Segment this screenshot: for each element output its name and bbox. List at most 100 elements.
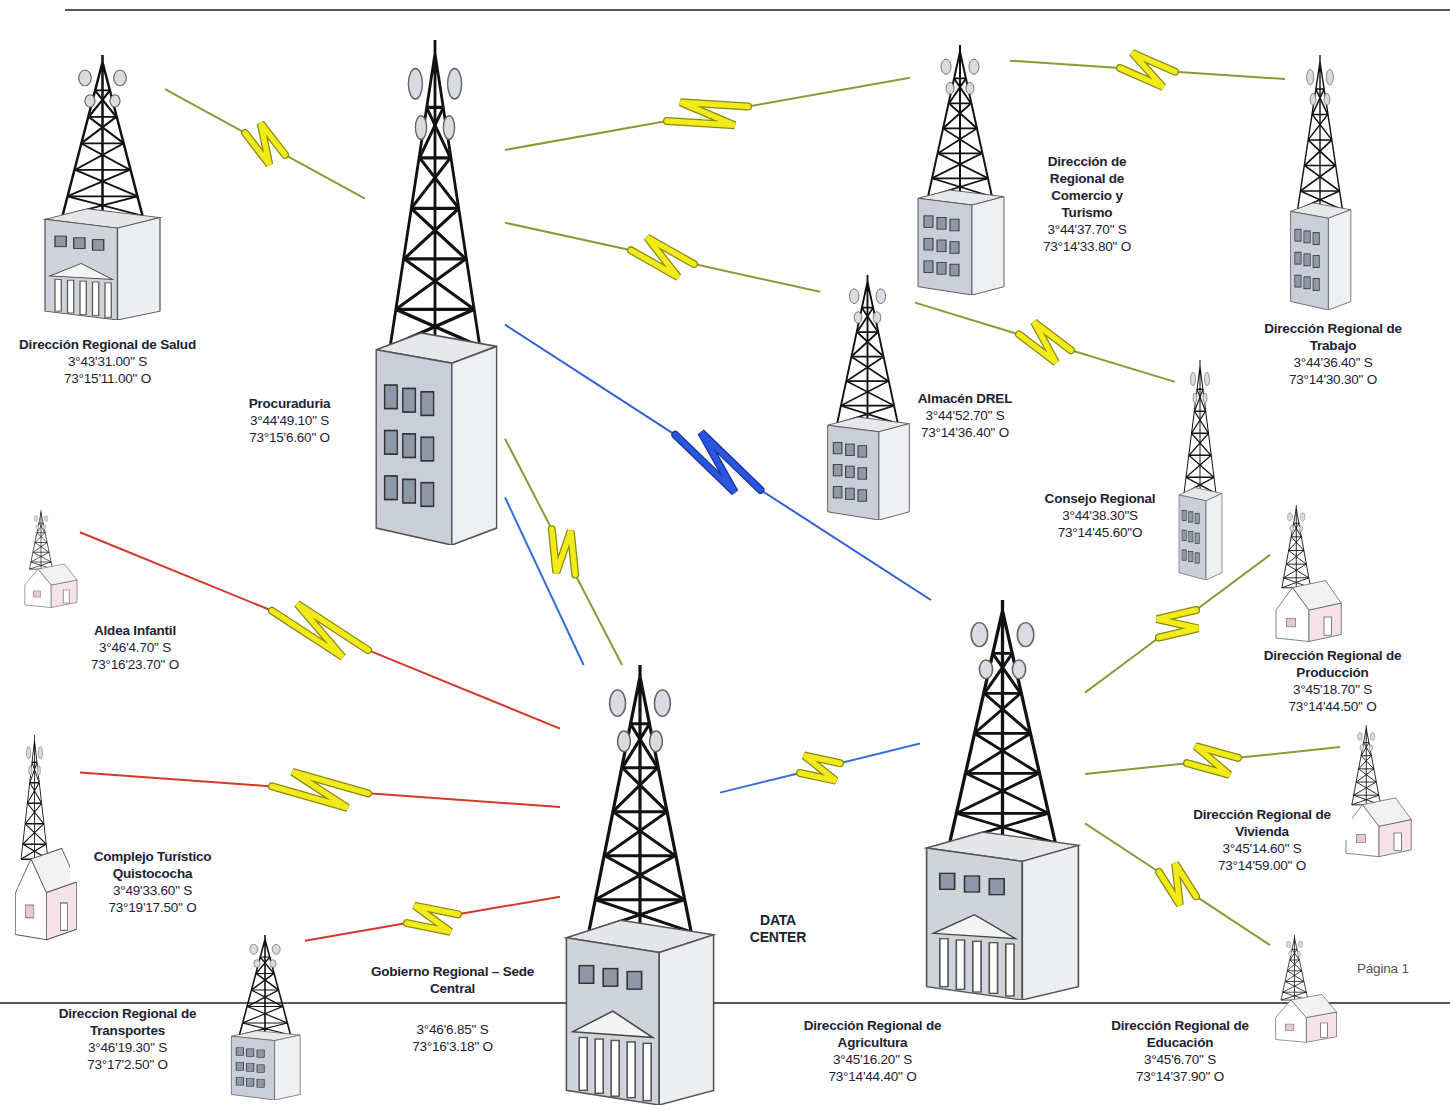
link-line (1085, 747, 1340, 774)
link-line (915, 303, 1175, 382)
microwave-link (505, 223, 820, 292)
site-label: Dirección Regional de Salud3°43'31.00" S… (15, 336, 200, 387)
site-name: Dirección Regional de Educación (1090, 1017, 1270, 1051)
bolt-outline (245, 123, 285, 164)
bolt-outline (667, 102, 748, 125)
microwave-link (505, 325, 931, 600)
site-name: Dirección Regional de Vivienda (1172, 806, 1352, 840)
coordinate: 73°16'23.70" O (89, 656, 181, 673)
microwave-link (505, 497, 584, 665)
microwave-link (1085, 746, 1340, 775)
lightning-bolt (1187, 746, 1238, 775)
bolt-outline (800, 756, 840, 781)
site-label: Almacén DREL3°44'52.70" S73°14'36.40" O (900, 390, 1030, 441)
coordinate: 3°45'14.60" S (1220, 840, 1303, 857)
lightning-bolt (1019, 322, 1071, 362)
bolt-outline (407, 906, 458, 932)
tower-building (566, 665, 713, 1105)
site-name: Gobierno Regional – Sede Central (345, 963, 560, 997)
microwave-link (505, 439, 622, 665)
site-name: Complejo Turístico Quistococha (70, 848, 235, 882)
tower-building (376, 40, 496, 545)
link-line (505, 497, 584, 665)
lightning-bolt (800, 756, 840, 781)
lightning-bolt (667, 102, 748, 125)
tower-house (25, 510, 77, 608)
tower-building (927, 600, 1079, 1000)
site-name: Aldea Infantil (92, 622, 178, 639)
tower-house (1276, 505, 1341, 642)
lightning-bolt (552, 529, 575, 574)
lightning-bolt (1157, 610, 1198, 638)
page-number: Página 1 (1355, 960, 1411, 977)
site-node: Dirección Regional de Salud3°43'31.00" S… (40, 55, 165, 320)
site-label: Direccion Regional de Transportes3°46'19… (35, 1005, 220, 1073)
link-line (720, 744, 920, 793)
tower-house (16, 735, 77, 940)
site-node: Dirección Regional de Educación3°45'6.70… (1270, 935, 1340, 1045)
bolt-outline (675, 432, 760, 492)
microwave-link (305, 897, 560, 941)
coordinate: 3°44'52.70" S (923, 407, 1006, 424)
link-line (505, 325, 931, 600)
bolt-outline (631, 237, 694, 277)
coordinate: 3°45'6.70" S (1142, 1051, 1218, 1068)
link-line (505, 439, 622, 665)
lightning-bolt (675, 432, 760, 492)
site-label: Dirección Regional de Agricultura3°45'16… (780, 1017, 965, 1085)
site-label: Gobierno Regional – Sede Central3°46'6.8… (345, 963, 560, 1055)
site-node: Procuraduria3°44'49.10" S73°15'6.60" O (365, 40, 505, 545)
lightning-bolt (407, 906, 458, 932)
tower-house (1346, 725, 1411, 857)
coordinate: 3°46'19.30" S (86, 1039, 169, 1056)
site-label: Dirección Regional de Trabajo3°44'36.40"… (1243, 320, 1423, 388)
site-node: Dirección Regional de Vivienda3°45'14.60… (1340, 725, 1415, 860)
link-line (505, 78, 910, 150)
link-line (305, 897, 560, 941)
microwave-link (80, 532, 560, 728)
coordinate: 73°14'44.50" O (1286, 698, 1378, 715)
bolt-outline (552, 529, 575, 574)
tower-building (1291, 55, 1351, 310)
site-node: Dirección Regional de Trabajo3°44'36.40"… (1285, 55, 1355, 310)
frame-line (65, 9, 1450, 11)
bolt-outline (1159, 864, 1196, 905)
link-line (80, 773, 560, 808)
coordinate: 3°43'31.00" S (66, 353, 149, 370)
coordinate: 3°44'36.40" S (1291, 354, 1374, 371)
frame-line (0, 1002, 1450, 1004)
site-label: Dirección Regional de Vivienda3°45'14.60… (1172, 806, 1352, 874)
coordinate: 73°17'2.50" O (85, 1056, 170, 1073)
site-node: Dirección Regional de Agricultura3°45'16… (920, 600, 1085, 1000)
coordinate: 73°14'37.90" O (1134, 1068, 1226, 1085)
free-label-box: Página 1 (1355, 960, 1435, 977)
bolt-outline (272, 772, 368, 808)
site-label: Procuraduria3°44'49.10" S73°15'6.60" O (232, 395, 347, 446)
coordinate: 73°14'45.60"O (1056, 524, 1144, 541)
microwave-link (505, 78, 910, 150)
tower-building (1179, 360, 1222, 580)
coordinate: 73°14'30.30" O (1287, 371, 1379, 388)
lightning-bolt (272, 772, 368, 808)
site-node: Direccion Regional de Transportes3°46'19… (225, 935, 305, 1100)
coordinate: 73°15'11.00" O (62, 370, 153, 387)
site-name: Dirección Regional de Trabajo (1243, 320, 1423, 354)
bolt-outline (1019, 322, 1071, 362)
site-label: Consejo Regional3°44'38.30"S73°14'45.60"… (1025, 490, 1175, 541)
coordinate: 3°49'33.60" S (111, 882, 194, 899)
lightning-bolt (272, 604, 368, 657)
site-node: Dirección Regional de Producción3°45'18.… (1270, 505, 1345, 645)
site-name: Dirección Regional de Agricultura (780, 1017, 965, 1051)
lightning-bolt (1159, 864, 1196, 905)
coordinate: 3°44'37.70" S (1045, 221, 1128, 238)
bolt-outline (1120, 53, 1175, 87)
lightning-bolt (1120, 53, 1175, 87)
site-node: Consejo Regional3°44'38.30"S73°14'45.60"… (1175, 360, 1225, 580)
site-label: Dirección Regional de Educación3°45'6.70… (1090, 1017, 1270, 1085)
site-label: Dirección de Regional de Comercio y Turi… (1027, 153, 1147, 255)
coordinate: 3°45'18.70" S (1291, 681, 1374, 698)
coordinate: 73°15'6.60" O (247, 429, 332, 446)
site-name: Almacén DREL (916, 390, 1014, 407)
